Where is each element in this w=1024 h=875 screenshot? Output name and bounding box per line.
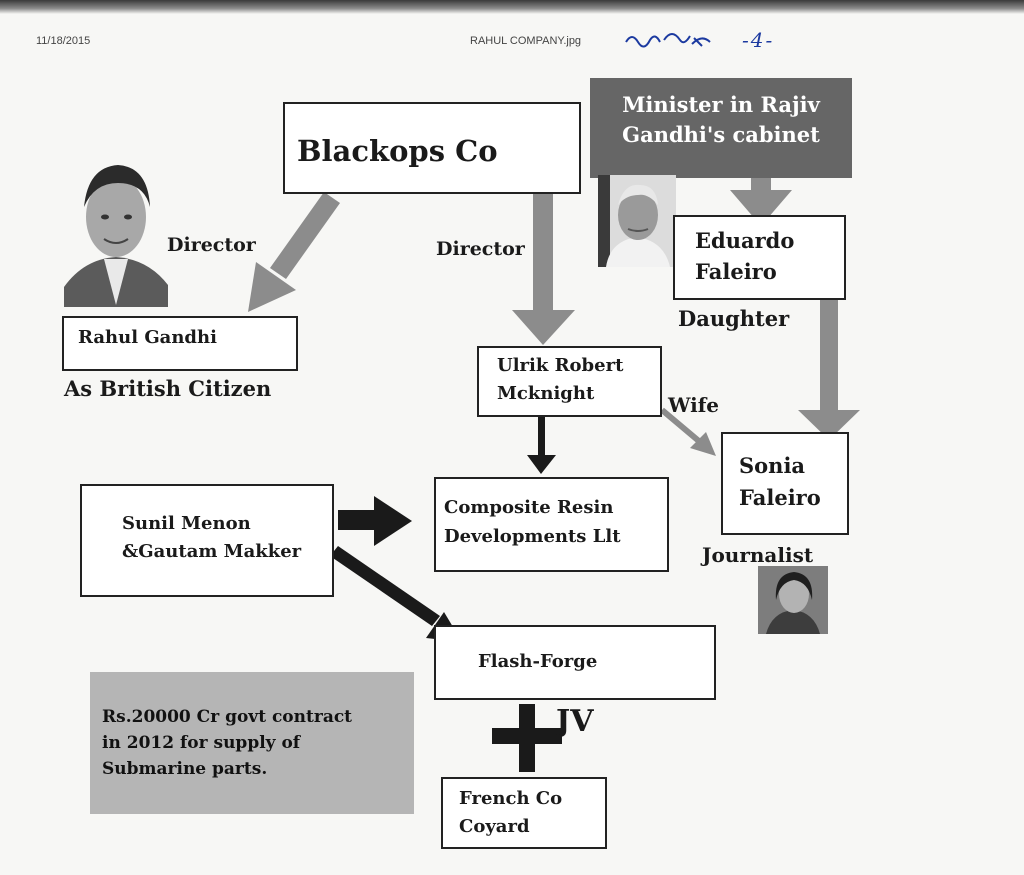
plus-icon — [492, 704, 562, 772]
blackops-label: Blackops Co — [297, 134, 498, 168]
arrow-sunil-to-composite — [338, 496, 412, 546]
arrow-eduardo-to-sonia — [798, 300, 860, 440]
handwritten-page-number: -4- — [742, 28, 775, 52]
signature-scribble-icon — [625, 33, 711, 48]
eduardo-box: Eduardo Faleiro — [673, 215, 846, 300]
eduardo-line-1: Eduardo — [695, 228, 795, 253]
flash-forge-label: Flash-Forge — [478, 651, 598, 672]
contract-note: Rs.20000 Cr govt contract in 2012 for su… — [90, 672, 414, 814]
person-icon — [598, 175, 676, 267]
sonia-line-2: Faleiro — [739, 485, 821, 510]
sunil-line-1: Sunil Menon — [122, 513, 251, 534]
blackops-box: Blackops Co — [283, 102, 581, 194]
sonia-line-1: Sonia — [739, 453, 806, 478]
wife-label: Wife — [668, 393, 720, 417]
arrow-blackops-to-rahul — [248, 192, 340, 312]
sunil-line-2: &Gautam Makker — [122, 541, 302, 562]
person-icon — [758, 566, 828, 634]
contract-line-3: Submarine parts. — [102, 759, 268, 779]
rahul-box: Rahul Gandhi — [62, 316, 298, 371]
arrow-blackops-to-ulrik — [512, 192, 575, 345]
composite-line-1: Composite Resin — [444, 497, 614, 518]
sonia-box: Sonia Faleiro — [721, 432, 849, 535]
rahul-photo — [64, 155, 168, 307]
eduardo-photo — [598, 175, 676, 267]
director-label-left: Director — [167, 234, 256, 256]
minister-line-2: Gandhi's cabinet — [622, 122, 820, 147]
rahul-label: Rahul Gandhi — [78, 327, 217, 348]
journalist-label: Journalist — [702, 543, 814, 567]
director-label-center: Director — [436, 238, 525, 260]
french-co-box: French Co Coyard — [441, 777, 607, 849]
contract-line-1: Rs.20000 Cr govt contract — [102, 707, 353, 727]
minister-line-1: Minister in Rajiv — [622, 92, 820, 117]
french-line-1: French Co — [459, 788, 563, 809]
scan-top-edge — [0, 0, 1024, 14]
jv-label: JV — [556, 704, 594, 739]
eduardo-line-2: Faleiro — [695, 259, 777, 284]
ulrik-box: Ulrik Robert Mcknight — [477, 346, 662, 417]
file-name: RAHUL COMPANY.jpg — [470, 35, 582, 47]
sonia-photo — [758, 566, 828, 634]
composite-line-2: Developments Llt — [444, 526, 621, 547]
print-date: 11/18/2015 — [36, 35, 91, 47]
composite-box: Composite Resin Developments Llt — [434, 477, 669, 572]
sunil-box: Sunil Menon &Gautam Makker — [80, 484, 334, 597]
arrow-ulrik-to-composite — [527, 414, 556, 474]
flash-forge-box: Flash-Forge — [434, 625, 716, 700]
arrow-ulrik-to-sonia — [660, 407, 716, 456]
british-citizen-label: As British Citizen — [64, 376, 272, 401]
minister-banner: Minister in Rajiv Gandhi's cabinet — [590, 78, 852, 178]
daughter-label: Daughter — [678, 306, 790, 331]
french-line-2: Coyard — [459, 816, 530, 837]
handwritten-signature — [624, 28, 734, 57]
person-icon — [64, 155, 168, 307]
ulrik-line-1: Ulrik Robert — [497, 355, 624, 376]
ulrik-line-2: Mcknight — [497, 383, 595, 404]
contract-line-2: in 2012 for supply of — [102, 733, 301, 753]
